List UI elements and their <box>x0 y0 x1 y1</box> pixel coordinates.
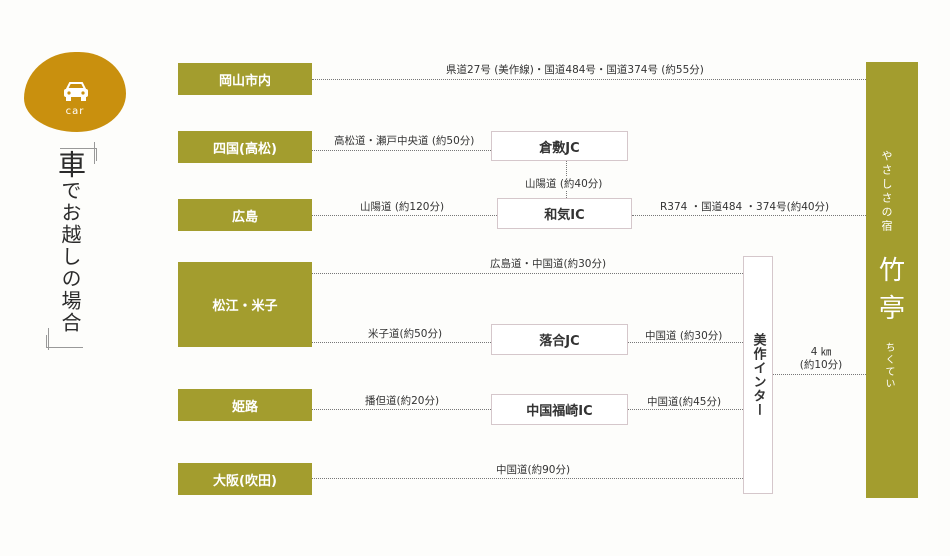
heading-first-char: 車 <box>54 150 87 180</box>
destination-panel <box>866 62 918 498</box>
route-ochiai-inter: 中国道 (約30分) <box>645 330 723 342</box>
line-fukusaki-inter <box>628 409 743 410</box>
junction-mimasaka: 美作インター <box>743 256 773 494</box>
junction-kurashiki: 倉敷JC <box>491 131 628 161</box>
route-matsue-top: 広島道・中国道(約30分) <box>490 258 607 270</box>
route-final-time: (約10分) <box>799 359 843 371</box>
route-himeji: 播但道(約20分) <box>365 395 440 407</box>
origin-matsue: 松江・米子 <box>178 262 312 347</box>
junction-ochiai: 落合JC <box>491 324 628 355</box>
route-matsue-bottom: 米子道(約50分) <box>368 328 443 340</box>
line-himeji <box>312 409 491 410</box>
destination-tagline: やさしさの宿 <box>880 150 893 234</box>
origin-okayama: 岡山市内 <box>178 63 312 95</box>
heading-rest: でお越しの場合 <box>58 180 82 334</box>
origin-shikoku: 四国(高松) <box>178 131 312 163</box>
line-shikoku <box>312 150 491 151</box>
destination-kana: ちくてい <box>883 342 894 390</box>
route-final: 4 ㎞ (約10分) <box>790 346 852 372</box>
destination-name-2: 亭 <box>878 294 905 324</box>
route-shikoku: 高松道・瀬戸中央道 (約50分) <box>334 135 475 147</box>
origin-himeji: 姫路 <box>178 389 312 421</box>
origin-hiroshima: 広島 <box>178 199 312 231</box>
route-osaka: 中国道(約90分) <box>496 464 571 476</box>
line-wake-dest <box>632 215 866 216</box>
car-label: car <box>65 106 85 117</box>
route-sanyo: 山陽道 (約40分) <box>522 176 606 191</box>
route-fukusaki-inter: 中国道(約45分) <box>647 396 722 408</box>
junction-wake: 和気IC <box>497 198 632 229</box>
line-matsue-bottom <box>312 342 491 343</box>
route-wake-dest: R374 ・国道484 ・374号(約40分) <box>660 201 830 213</box>
route-final-km: 4 ㎞ <box>810 346 832 358</box>
line-inter-dest <box>773 374 866 375</box>
heading-bracket-bottom-right <box>48 328 49 350</box>
junction-fukusaki: 中国福崎IC <box>491 394 628 425</box>
heading-bracket-bottom <box>46 335 83 348</box>
heading-bracket-top-left <box>94 142 95 164</box>
car-icon <box>64 82 88 101</box>
route-hiroshima: 山陽道 (約120分) <box>360 201 445 213</box>
page-heading: 車でお越しの場合 <box>52 150 88 334</box>
line-osaka <box>312 478 743 479</box>
destination-name-1: 竹 <box>878 256 905 286</box>
route-okayama: 県道27号 (美作線)・国道484号・国道374号 (約55分) <box>446 64 704 76</box>
origin-osaka: 大阪(吹田) <box>178 463 312 495</box>
line-matsue-top <box>312 273 743 274</box>
line-hiroshima <box>312 215 497 216</box>
line-ochiai-inter <box>628 342 743 343</box>
heading-bracket-top <box>60 148 97 161</box>
line-okayama <box>312 79 866 80</box>
